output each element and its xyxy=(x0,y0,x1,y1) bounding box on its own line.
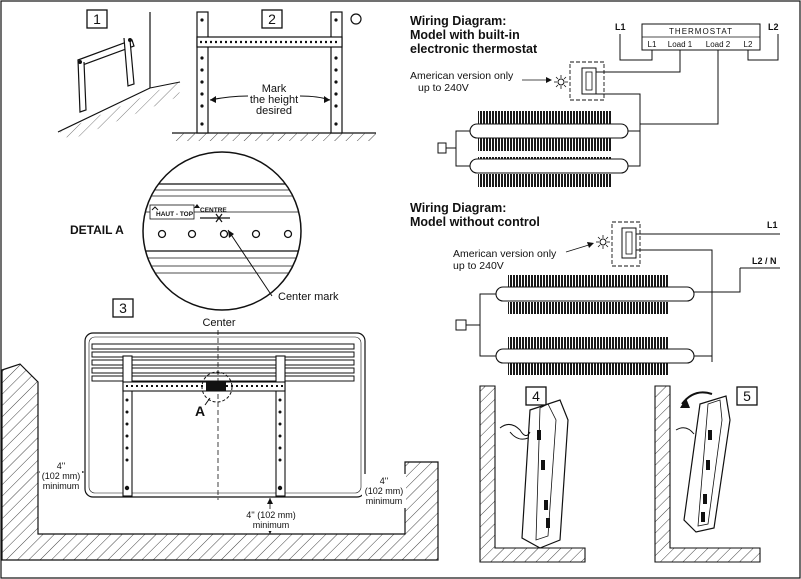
wiring1-title-line-3: electronic thermostat xyxy=(410,42,538,56)
wiring1-l1-label: L1 xyxy=(615,22,626,32)
step-4-illustration: 4 xyxy=(479,385,586,563)
step-2-number: 2 xyxy=(268,11,276,27)
step-1-illustration: 1 xyxy=(57,9,181,140)
wiring1-title-line-2: Model with built-in xyxy=(410,28,520,42)
mark-text-line-3: desired xyxy=(256,105,292,117)
terminal-l2: L2 xyxy=(744,40,753,49)
step-5-illustration: 5 xyxy=(654,385,761,563)
mark-text-line-1: Mark xyxy=(262,83,287,95)
terminal-load-2: Load 2 xyxy=(706,40,731,49)
wiring2-l1-label: L1 xyxy=(767,220,778,230)
haut-top-label: HAUT - TOP xyxy=(156,211,194,218)
heater-panel xyxy=(84,332,366,498)
right-clearance-line-3: minimum xyxy=(366,496,403,506)
centre-label: CENTRE xyxy=(200,207,227,214)
wiring1-american-line-2: up to 240V xyxy=(418,82,469,94)
wiring2-l2n-label: L2 / N xyxy=(752,256,777,266)
wiring1-american-line-1: American version only xyxy=(410,70,514,82)
step-4-box xyxy=(525,386,547,406)
heating-element-1-fins xyxy=(478,111,612,124)
bottom-clearance-line-1: 4'' (102 mm) xyxy=(246,510,295,520)
wiring-diagram-no-control: Wiring Diagram: Model without control Am… xyxy=(410,201,780,375)
center-label: Center xyxy=(202,317,235,329)
step-4-number: 4 xyxy=(532,388,540,404)
step-5-number: 5 xyxy=(743,388,751,404)
step-2-box xyxy=(261,9,283,29)
heating-tube-4 xyxy=(495,348,695,364)
step-5-box xyxy=(736,386,758,406)
step-2-circle-marker xyxy=(350,13,362,25)
wiring2-american-line-1: American version only xyxy=(453,248,557,260)
terminal-load-1: Load 1 xyxy=(668,40,693,49)
left-clearance-line-1: 4'' xyxy=(57,461,66,471)
wiring2-american-line-2: up to 240V xyxy=(453,260,504,272)
detail-a-title: DETAIL A xyxy=(70,223,124,237)
wiring2-title-line-1: Wiring Diagram: xyxy=(410,201,506,215)
wiring1-title-line-1: Wiring Diagram: xyxy=(410,14,506,28)
mark-text-line-2: the height xyxy=(250,94,298,106)
heating-tube-1 xyxy=(469,123,629,139)
step-3-illustration: 3 Center A 4'' (102 xyxy=(1,298,439,561)
right-clearance-line-1: 4'' xyxy=(380,476,389,486)
point-a-label: A xyxy=(195,403,205,419)
right-clearance-line-2: (102 mm) xyxy=(365,486,404,496)
step-1-box xyxy=(86,9,108,29)
bracket-shape xyxy=(77,37,135,113)
wiring-diagram-thermostat: Wiring Diagram: Model with built-in elec… xyxy=(410,14,779,187)
step-3-number: 3 xyxy=(119,300,127,316)
heating-tube-2 xyxy=(469,158,629,174)
detail-a-callout: DETAIL A HAUT - TOP CENTRE Center mark xyxy=(70,151,339,311)
step-1-number: 1 xyxy=(93,11,101,27)
thermostat-label: THERMOSTAT xyxy=(669,27,733,36)
step-2-illustration: 2 Mark the height desired xyxy=(172,9,376,141)
terminal-l1: L1 xyxy=(648,40,657,49)
step-3-box xyxy=(112,298,134,318)
heating-tube-3 xyxy=(495,286,695,302)
wiring1-l2-label: L2 xyxy=(768,22,779,32)
center-mark-label: Center mark xyxy=(278,291,339,303)
left-clearance-line-2: (102 mm) xyxy=(42,471,81,481)
left-clearance-line-3: minimum xyxy=(43,481,80,491)
wiring2-title-line-2: Model without control xyxy=(410,215,540,229)
bottom-clearance-line-2: minimum xyxy=(253,520,290,530)
